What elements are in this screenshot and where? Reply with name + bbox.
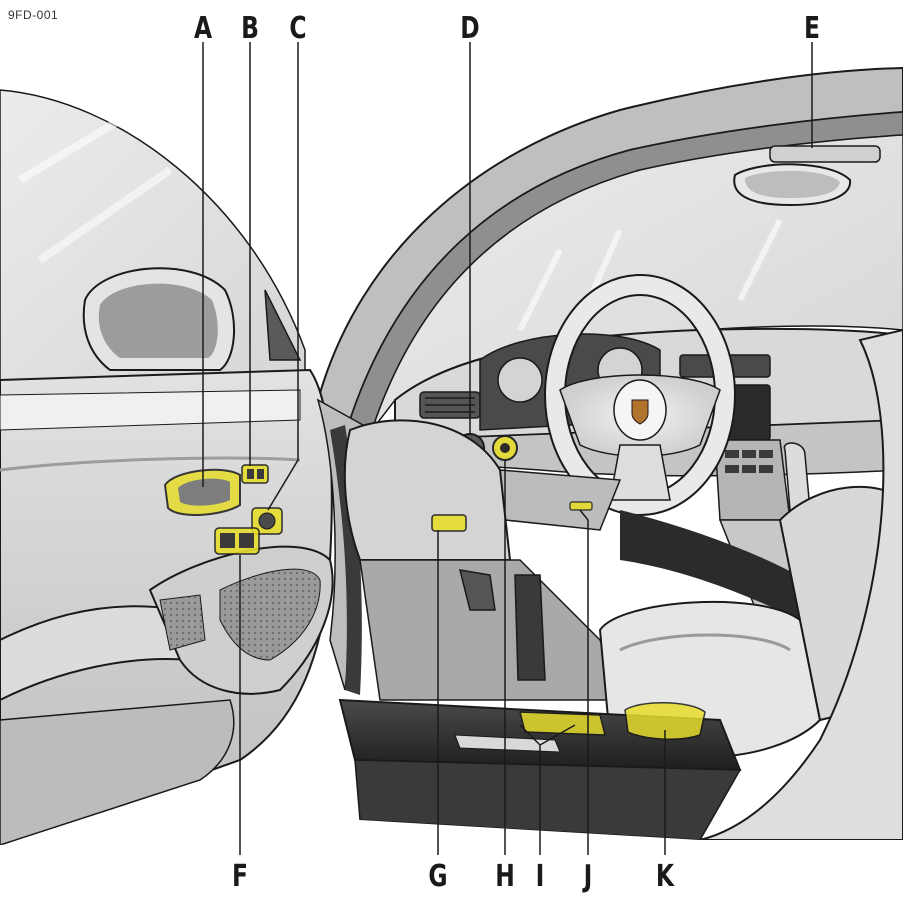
steering-wheel <box>544 274 736 516</box>
window-switches <box>214 527 260 555</box>
body-side <box>699 328 903 841</box>
callout-h: H <box>495 859 515 894</box>
callout-c: C <box>289 11 307 46</box>
side-mirror <box>82 267 302 371</box>
control-lever <box>569 501 593 511</box>
seat-controls <box>624 702 706 741</box>
door-handle <box>163 468 241 516</box>
leader-lines <box>202 42 813 855</box>
callout-a: A <box>193 11 213 46</box>
callout-g: G <box>428 859 448 894</box>
mirror-adjust-switch <box>251 507 283 535</box>
lower-dash-panel <box>343 419 512 561</box>
callout-f: F <box>232 859 248 894</box>
callout-k: K <box>655 859 675 894</box>
callout-i: I <box>535 859 545 894</box>
steering-column <box>499 469 622 531</box>
door-panel <box>0 368 334 847</box>
callout-b: B <box>241 11 259 46</box>
callout-j: J <box>583 859 593 894</box>
door-lock-button <box>241 464 269 484</box>
ignition-lock <box>492 435 518 461</box>
bonnet-release <box>431 514 467 532</box>
porsche-crest <box>631 399 649 425</box>
callout-d: D <box>460 11 480 46</box>
callout-e: E <box>804 11 820 46</box>
rearview-mirror <box>733 145 881 207</box>
figure-id-label: 9FD-001 <box>8 8 59 22</box>
